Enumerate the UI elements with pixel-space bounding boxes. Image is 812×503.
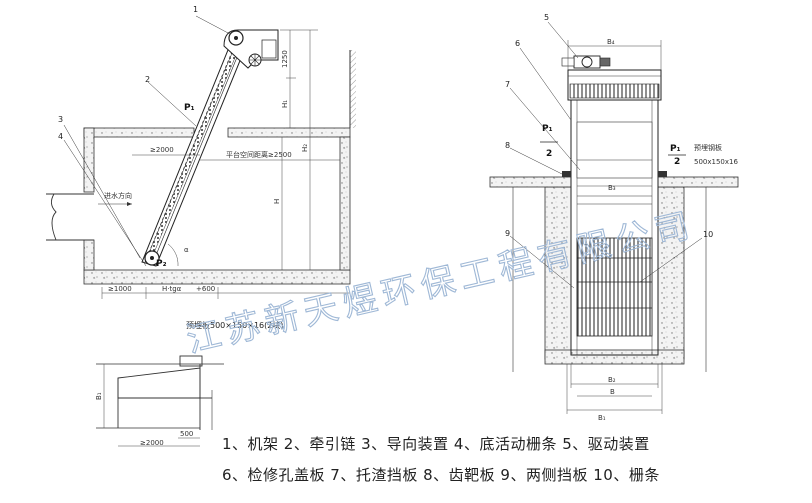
ground-hatch bbox=[350, 50, 356, 128]
dim-h: H bbox=[273, 199, 281, 204]
dim-h2: H₂ bbox=[301, 144, 309, 152]
label-p1-right: P₁ bbox=[670, 144, 681, 154]
platform-clearance: 平台空间距离≥2500 bbox=[226, 150, 292, 159]
pit-left-wall bbox=[544, 186, 572, 360]
dim-b1-plan: B₁ bbox=[95, 392, 103, 400]
alpha-label: α bbox=[184, 246, 189, 254]
right-wall bbox=[339, 136, 351, 271]
callout-3: 3 bbox=[58, 115, 63, 124]
dim-2000: ≥2000 bbox=[150, 146, 174, 154]
callout-5: 5 bbox=[544, 13, 549, 22]
dim-htg: H·tgα bbox=[162, 285, 182, 293]
dim-b2: B₂ bbox=[608, 376, 616, 384]
label-two-right: 2 bbox=[674, 157, 680, 167]
dim-2000-plan: ≥2000 bbox=[140, 439, 164, 447]
legend-line-2: 6、检修孔盖板 7、托渣挡板 8、齿靶板 9、两侧挡板 10、栅条 bbox=[222, 466, 660, 484]
dim-b1-front: B₁ bbox=[598, 414, 606, 422]
left-wall bbox=[83, 127, 95, 193]
label-p1: P₁ bbox=[184, 103, 195, 113]
dim-b4: B₄ bbox=[607, 38, 615, 46]
dim-1000: ≥1000 bbox=[108, 285, 132, 293]
top-slab-right bbox=[227, 127, 351, 138]
callout-8: 8 bbox=[505, 141, 510, 150]
label-p2: P₂ bbox=[156, 259, 167, 269]
callout-4: 4 bbox=[58, 132, 63, 141]
top-left-slab bbox=[489, 176, 572, 188]
callout-2: 2 bbox=[145, 75, 150, 84]
callout-9: 9 bbox=[505, 229, 510, 238]
embed-steel-size: 500x150x16 bbox=[694, 158, 738, 166]
pit-floor bbox=[544, 349, 685, 365]
label-p1-left: P₁ bbox=[542, 124, 553, 134]
callout-6: 6 bbox=[515, 39, 520, 48]
inspection-cover bbox=[576, 121, 653, 179]
embed-steel-label: 预埋钢板 bbox=[694, 143, 722, 152]
dim-b3: B₃ bbox=[608, 184, 616, 192]
callout-1: 1 bbox=[193, 5, 198, 14]
embed-plate-label: 预埋板500×150×16(2块) bbox=[186, 320, 283, 330]
side-view: 1 2 3 4 P₁ P₂ 1250 H₁ H₂ H ≥2000 平台空间距离≥… bbox=[46, 5, 356, 330]
top-slab bbox=[83, 127, 195, 138]
flow-direction: 进水方向 bbox=[104, 191, 132, 200]
dim-1250: 1250 bbox=[281, 50, 289, 68]
callout-7: 7 bbox=[505, 80, 510, 89]
dim-b: B bbox=[610, 388, 615, 396]
head-drive bbox=[223, 29, 279, 69]
left-wall-lower bbox=[83, 239, 95, 271]
dim-h1: H₁ bbox=[281, 100, 289, 108]
front-drive bbox=[561, 55, 611, 69]
plan-detail: B₁ 500 ≥2000 bbox=[95, 355, 224, 447]
dim-500: 500 bbox=[180, 430, 193, 438]
inlet-pipe bbox=[46, 193, 94, 241]
channel-floor bbox=[83, 269, 351, 285]
callout-10: 10 bbox=[703, 230, 713, 239]
dim-600: +600 bbox=[196, 285, 215, 293]
pit-right-wall bbox=[657, 186, 685, 360]
front-view: 5 6 7 8 9 10 B₄ P₁ 2 P₁ 2 预埋钢板 500x150x1… bbox=[489, 13, 739, 422]
top-right-slab bbox=[657, 176, 739, 188]
bar-screen bbox=[576, 237, 653, 337]
label-two-left: 2 bbox=[546, 149, 552, 159]
legend-line-1: 1、机架 2、牵引链 3、导向装置 4、底活动栅条 5、驱动装置 bbox=[222, 435, 650, 453]
